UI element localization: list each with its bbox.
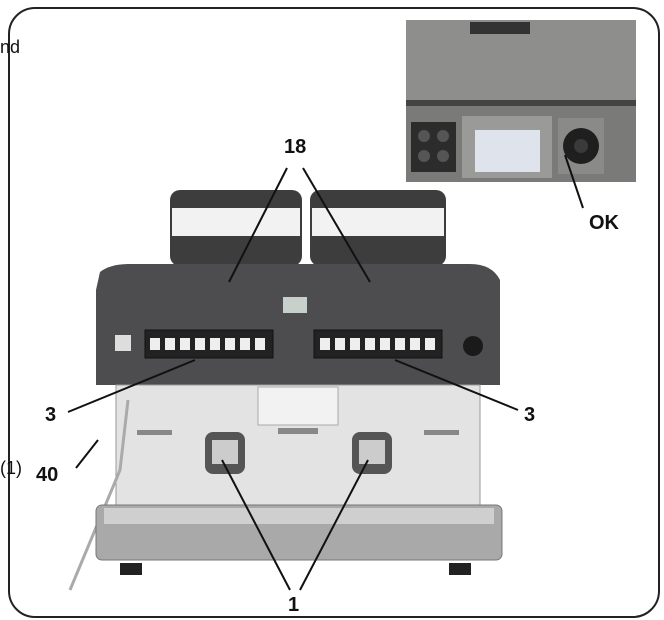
bean-hopper-left [170,190,302,266]
machine-display [283,297,307,313]
portafilter-left [205,432,245,474]
machine-upper-body [96,264,500,385]
portafilter-right [352,432,392,474]
foot-right [449,563,471,575]
foot-left [120,563,142,575]
callout-ok: OK [589,212,619,234]
button-panel-left [144,329,274,359]
callout-18: 18 [284,136,307,158]
small-keypad-icon [115,335,131,351]
ok-knob [463,336,483,356]
steam-wand-right [424,430,459,435]
leader-lines [67,154,584,591]
callout-3-right: 3 [524,404,536,426]
pipe [68,399,130,591]
cut-off-text-top: nd [0,37,21,57]
callout-1: 1 [288,594,300,616]
panel-buttons [150,338,435,350]
bean-hopper-right [310,190,446,266]
button-panel-right [313,329,443,359]
cut-off-text-mid: (1) [0,458,22,478]
diagram-frame [8,7,660,618]
control-panel-inset-photo [406,20,636,182]
callout-40: 40 [36,464,59,486]
steam-wand-left [137,430,172,435]
callout-3-left: 3 [45,404,57,426]
